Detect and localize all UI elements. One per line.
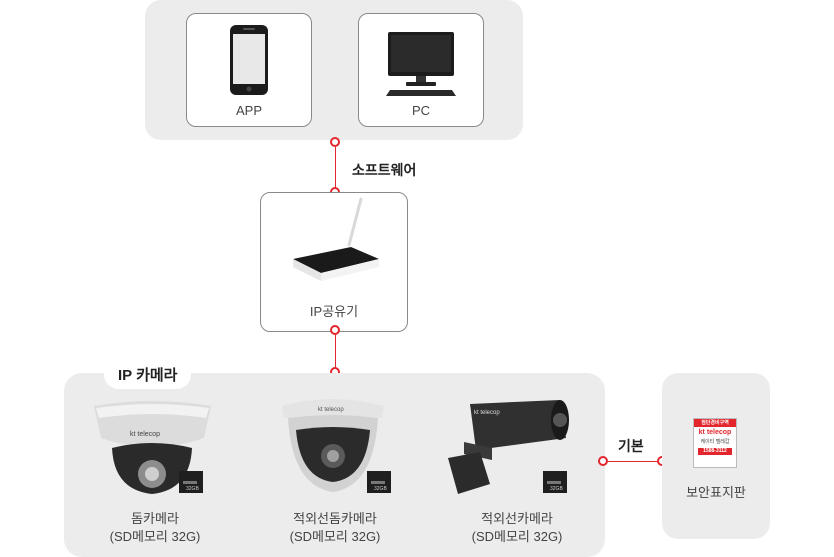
sd-card-icon: 32GB (179, 471, 203, 493)
sd-card-1-text: 32GB (186, 486, 199, 492)
camera-1-spec: (SD메모리 32G) (109, 529, 201, 544)
connector-line-software (335, 147, 336, 189)
software-label: 소프트웨어 (352, 162, 417, 178)
security-sign-label: 보안표지판 (686, 485, 746, 500)
security-sign-icon: 첨단경비구역 kt telecop 케이티 텔레캅 1588-3112 (693, 418, 737, 468)
ip-camera-section-title: IP 카메라 (104, 360, 192, 389)
camera-2-name: 적외선돔카메라 (293, 511, 377, 526)
camera-2-spec: (SD메모리 32G) (289, 529, 381, 544)
app-card[interactable]: APP (186, 13, 312, 127)
sd-card-icon: 32GB (543, 471, 567, 493)
smartphone-icon (230, 25, 268, 95)
wireless-router-icon (293, 197, 379, 281)
pc-label: PC (411, 103, 431, 118)
ir-dome-camera-icon: kt telecop (282, 399, 384, 492)
monitor-icon (386, 32, 456, 96)
app-label: APP (235, 103, 262, 118)
pc-card[interactable]: PC (358, 13, 484, 127)
connector-dot-top (330, 137, 340, 147)
security-sign-top: 첨단경비구역 (694, 419, 736, 427)
sd-card-3-text: 32GB (550, 486, 563, 492)
basic-label: 기본 (618, 438, 644, 454)
camera-2-label: 적외선돔카메라 (SD메모리 32G) (265, 510, 405, 546)
connector-line-basic (608, 461, 659, 462)
camera-1-name: 돔카메라 (131, 511, 179, 526)
sd-card-2-text: 32GB (374, 486, 387, 492)
camera-3-name: 적외선카메라 (481, 511, 553, 526)
dome-camera-brand: kt telecop (130, 431, 160, 438)
dome-camera-icon: kt telecop (94, 401, 211, 494)
router-card[interactable]: IP공유기 (260, 192, 408, 332)
sd-card-icon: 32GB (367, 471, 391, 493)
connector-dot-router-bottom (330, 325, 340, 335)
router-label: IP공유기 (309, 304, 359, 319)
ir-bullet-camera-icon: kt telecop (448, 400, 569, 494)
camera-3-label: 적외선카메라 (SD메모리 32G) (452, 510, 582, 546)
security-sign-sub: 케이티 텔레캅 (700, 439, 730, 445)
security-sign-brand: kt telecop (698, 429, 732, 436)
security-sign-phone: 1588-3112 (698, 448, 732, 455)
connector-dot-basic-left (598, 456, 608, 466)
camera-3-spec: (SD메모리 32G) (471, 529, 563, 544)
ir-bullet-camera-brand: kt telecop (474, 410, 500, 416)
ir-dome-camera-brand: kt telecop (318, 407, 344, 413)
connector-line-router-cameras (335, 335, 336, 369)
camera-1-label: 돔카메라 (SD메모리 32G) (90, 510, 220, 546)
